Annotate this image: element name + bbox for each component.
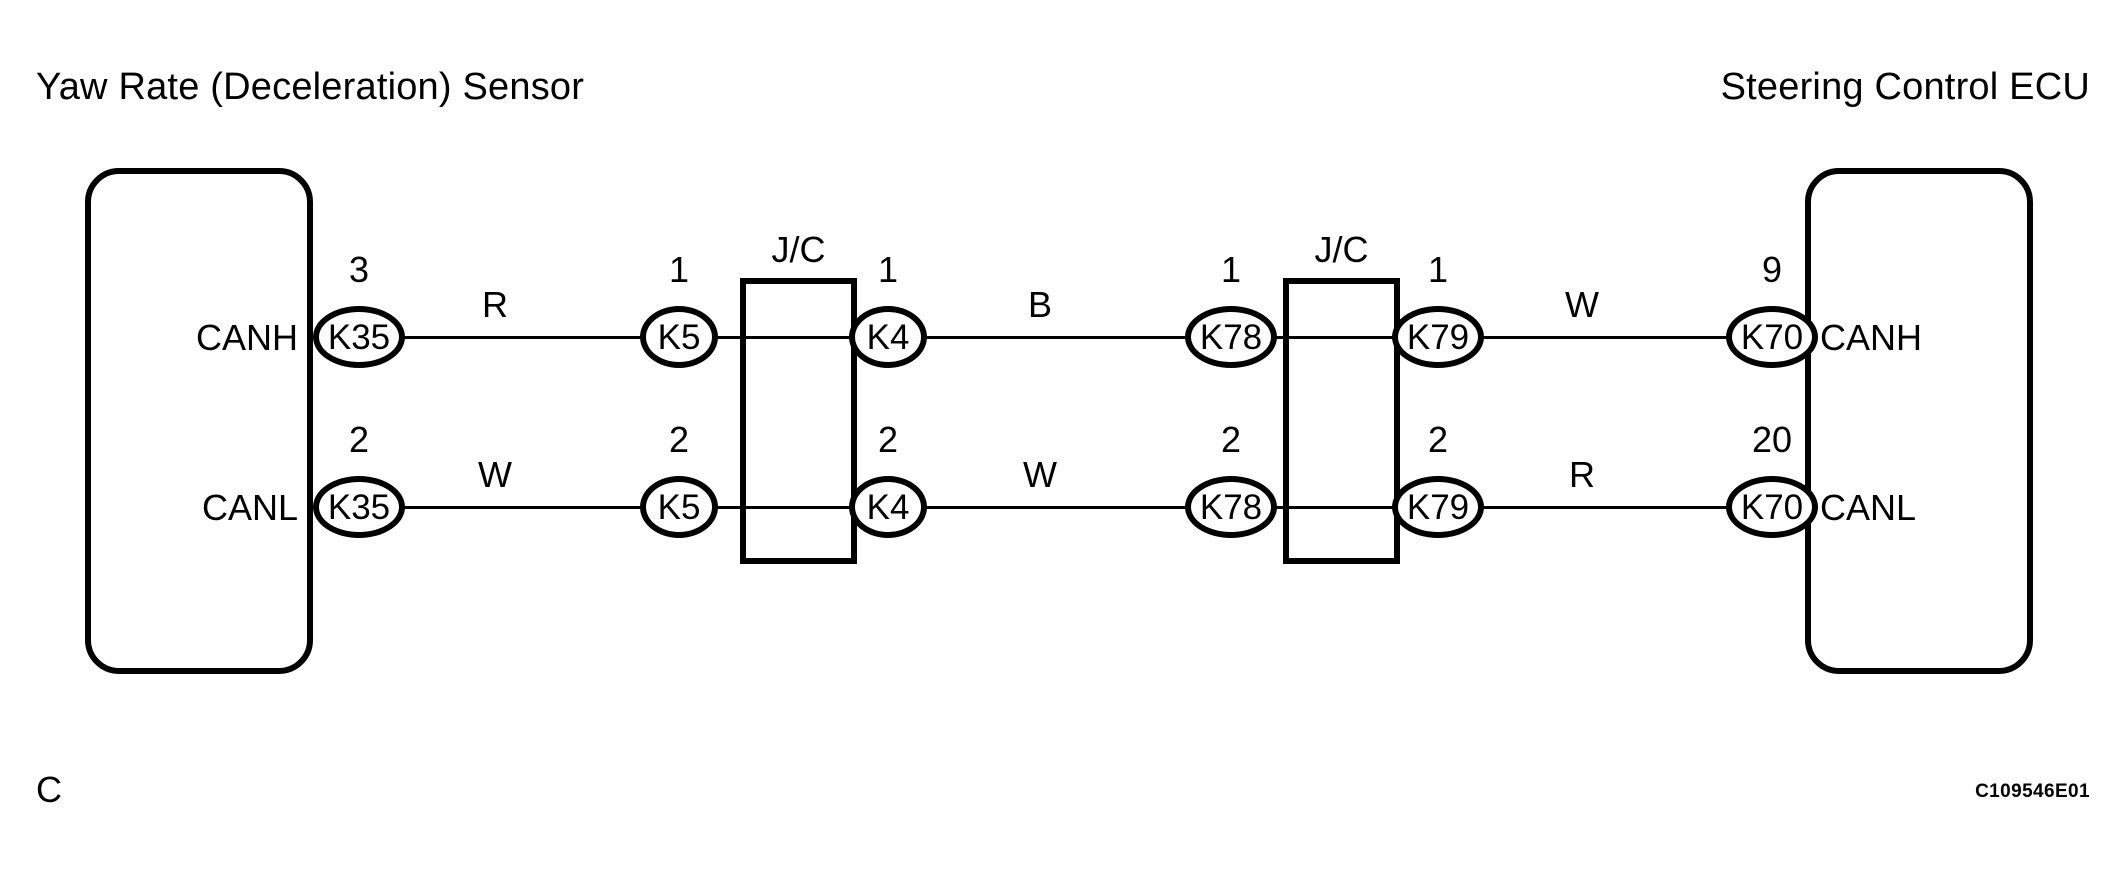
signal-label-canh-left: CANH [195,317,298,358]
pin-number-canl-k4: 2 [877,419,899,460]
connector-canl-k35[interactable]: K35 [313,476,405,538]
pin-number-canh-k70: 9 [1761,249,1783,290]
wire-canl-through-jc-2 [1245,506,1443,509]
connector-canl-k70[interactable]: K70 [1726,476,1818,538]
connector-canh-k4[interactable]: K4 [849,306,927,368]
left-component-title: Yaw Rate (Deceleration) Sensor [36,66,585,108]
wire-canh-k35-to-k5 [345,336,640,339]
wire-canh-through-jc-1 [700,336,900,339]
wire-code-canl-2: W [1023,454,1057,495]
connector-canh-k70[interactable]: K70 [1726,306,1818,368]
right-component-title: Steering Control ECU [1720,66,2090,108]
corner-reference-mark: C [36,769,62,810]
connector-canh-k78[interactable]: K78 [1185,306,1277,368]
connector-canh-k79[interactable]: K79 [1392,306,1484,368]
pin-number-canh-k4: 1 [877,249,899,290]
wire-code-canh-2: B [1027,284,1052,325]
wire-canh-through-jc-2 [1245,336,1443,339]
wire-canl-k35-to-k5 [345,506,640,509]
connector-canh-k5[interactable]: K5 [640,306,718,368]
connector-canl-k4[interactable]: K4 [849,476,927,538]
pin-number-canl-k5: 2 [668,419,690,460]
wire-code-canl-1: W [478,454,512,495]
connector-canl-k78[interactable]: K78 [1185,476,1277,538]
pin-number-canl-k35: 2 [348,419,370,460]
junction-connector-label-1: J/C [771,229,826,270]
pin-number-canh-k35: 3 [348,249,370,290]
figure-reference-code: C109546E01 [1975,781,2090,802]
pin-number-canh-k79: 1 [1427,249,1449,290]
signal-label-canh-right: CANH [1820,317,1923,358]
wire-canl-k79-to-k70 [1432,506,1732,509]
connector-canh-k35[interactable]: K35 [313,306,405,368]
pin-number-canh-k5: 1 [668,249,690,290]
wire-code-canl-3: R [1569,454,1595,495]
pin-number-canl-k70: 20 [1751,419,1793,460]
wire-canl-k4-to-k78 [890,506,1190,509]
steering-control-ecu-box [1805,168,2033,674]
pin-number-canl-k78: 2 [1220,419,1242,460]
wire-canl-through-jc-1 [700,506,900,509]
wire-code-canh-3: W [1565,284,1599,325]
wire-canh-k4-to-k78 [890,336,1190,339]
yaw-rate-sensor-box [85,168,313,674]
pin-number-canl-k79: 2 [1427,419,1449,460]
signal-label-canl-right: CANL [1820,487,1917,528]
wire-code-canh-1: R [482,284,508,325]
pin-number-canh-k78: 1 [1220,249,1242,290]
junction-connector-box-2 [1283,278,1400,564]
junction-connector-box-1 [740,278,857,564]
junction-connector-label-2: J/C [1314,229,1369,270]
connector-canl-k5[interactable]: K5 [640,476,718,538]
wire-canh-k79-to-k70 [1432,336,1732,339]
signal-label-canl-left: CANL [201,487,298,528]
connector-canl-k79[interactable]: K79 [1392,476,1484,538]
